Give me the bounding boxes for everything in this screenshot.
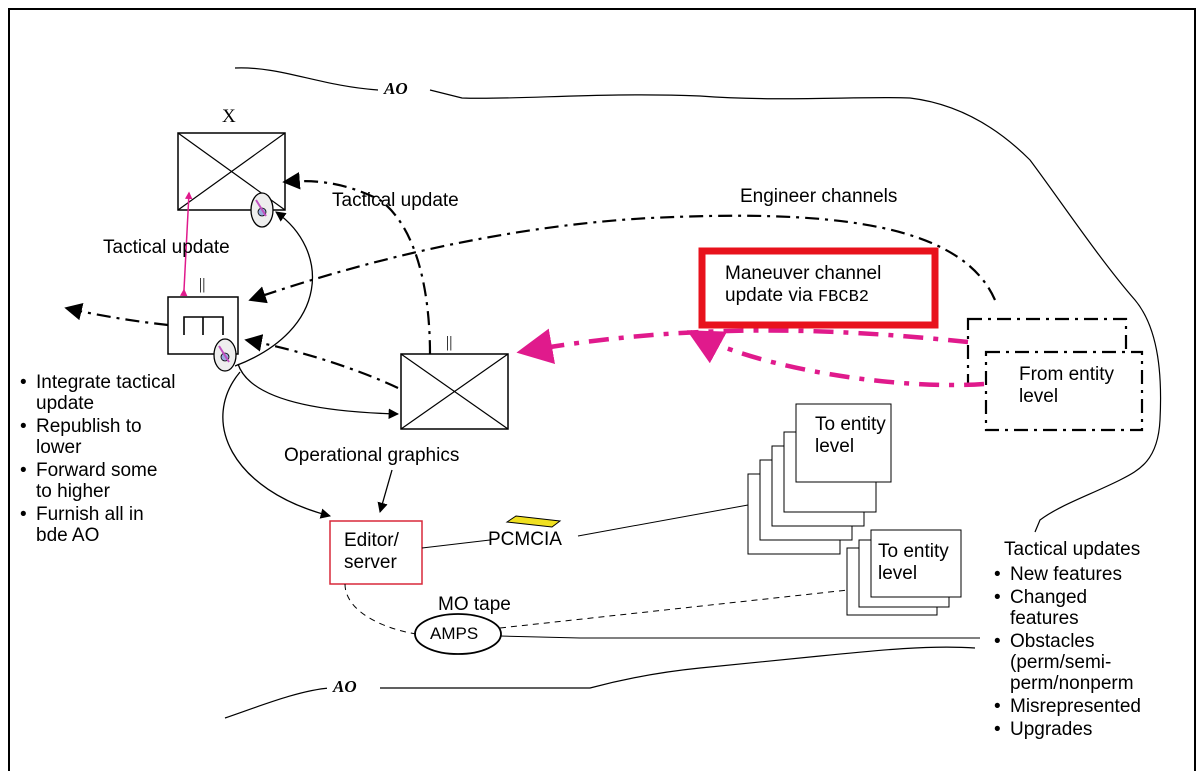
list-item: Upgrades [994, 719, 1141, 740]
link-amps-to-boundary [499, 635, 980, 639]
link-opgraphics-to-editor [377, 469, 393, 513]
to-entity-level-upper-label: To entity level [815, 414, 886, 457]
cd-disc-icon-top [250, 192, 274, 228]
engineer-channels-label: Engineer channels [740, 186, 898, 207]
maneuver-channel-highlight [698, 247, 939, 329]
link-mid-to-editor [222, 371, 332, 519]
brigade-echelon-mark: || [199, 276, 206, 293]
diagram-frame [8, 8, 1196, 771]
link-pcmcia-to-entity [577, 504, 749, 537]
battalion-echelon-mark: || [446, 334, 453, 351]
division-echelon-mark: X [222, 106, 236, 127]
operational-graphics-label: Operational graphics [284, 445, 460, 466]
list-item: New features [994, 564, 1141, 585]
tactical-update-top-label: Tactical update [332, 190, 459, 211]
link-mid-to-right [237, 363, 400, 419]
list-item: Obstacles(perm/semi-perm/nonperm [994, 631, 1141, 694]
link-mid-to-top [234, 211, 314, 367]
list-item: Misrepresented [994, 696, 1141, 717]
link-right-to-mid [244, 334, 399, 389]
maneuver-arrow-to-battalion [516, 328, 969, 365]
pcmcia-label: PCMCIA [488, 529, 562, 550]
from-entity-level-label: From entity level [1019, 364, 1115, 407]
battalion-unit-symbol [400, 353, 509, 430]
tactical-update-arrow [282, 172, 432, 355]
entity-stack-lower [846, 529, 962, 616]
amps-label: AMPS [430, 624, 479, 643]
entity-stack-upper [747, 403, 892, 555]
to-entity-level-lower-label: To entity level [878, 541, 949, 584]
ao-label-top: AO [378, 79, 414, 99]
link-editor-to-pcmcia [421, 539, 491, 549]
maneuver-channel-label: Maneuver channel update via FBCB2 [725, 263, 882, 307]
entity-source-box-front [984, 350, 1144, 432]
link-amps-to-entity [499, 589, 849, 629]
editor-server-label: Editor/ server [344, 530, 399, 573]
mo-tape-label: MO tape [438, 594, 511, 615]
tactical-update-left-label: Tactical update [103, 237, 230, 258]
engineer-channels-arrow [248, 214, 997, 304]
ao-label-bottom: AO [327, 677, 363, 697]
editor-server-box [329, 520, 423, 585]
link-editor-to-amps [344, 583, 417, 635]
ao-boundary-top [234, 67, 1162, 533]
cd-disc-icon-mid [213, 338, 237, 372]
pcmcia-card-icon [505, 515, 562, 528]
tactical-update-link [179, 191, 193, 297]
ao-boundary-bottom [224, 646, 976, 719]
tactical-updates-title: Tactical updates [1004, 539, 1141, 560]
forward-left-arrow [64, 303, 169, 327]
maneuver-arrow-to-label [686, 330, 985, 388]
